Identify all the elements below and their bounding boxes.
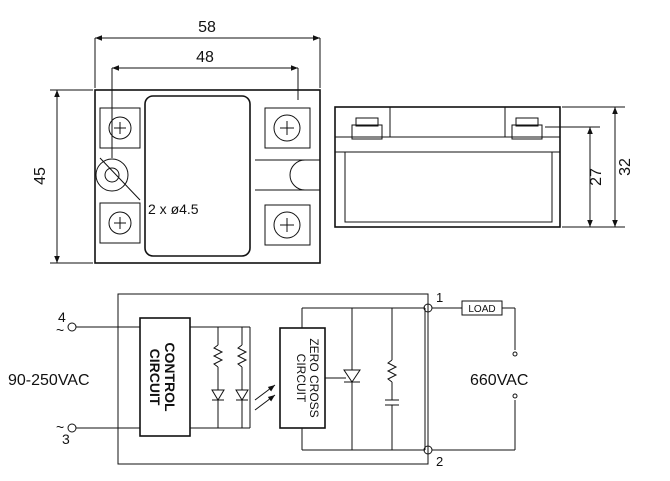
- relay-housing-outline: [117, 293, 429, 465]
- terminal-block-top-right: [264, 107, 311, 149]
- zero-cross-label-1: ZERO CROSS: [307, 338, 321, 417]
- front-view: [94, 89, 321, 264]
- dim-side-inner: 27: [588, 168, 605, 186]
- control-circuit-block: [139, 317, 191, 437]
- ac-source-terminal-icon: [512, 393, 518, 399]
- front-view-label-area: [144, 95, 251, 257]
- mounting-hole-inner: [104, 167, 120, 183]
- resistor-icon: [212, 344, 224, 368]
- screw-icon: [108, 211, 132, 235]
- dimension-lines-side: [545, 106, 625, 228]
- front-view-body: [94, 89, 321, 264]
- diode-icon: [211, 389, 225, 401]
- dimension-lines-front: [50, 35, 321, 264]
- screw-icon: [108, 116, 132, 140]
- mounting-hole-outer: [95, 158, 129, 192]
- hole-leader-line: [99, 157, 141, 201]
- snubber-resistor-icon: [386, 359, 398, 383]
- dim-height-left: 45: [32, 167, 49, 185]
- input-voltage-label: 90-250VAC: [8, 372, 90, 389]
- output-voltage-label: 660VAC: [470, 372, 528, 389]
- terminal-3-label: 3: [62, 431, 70, 447]
- hole-note: 2 x ø4.5: [148, 201, 199, 217]
- mounting-slot: [289, 159, 320, 191]
- screw-icon: [273, 211, 301, 239]
- resistor-icon: [236, 344, 248, 368]
- dim-side-outer: 32: [617, 158, 634, 176]
- terminal-4-label: 4: [58, 309, 66, 325]
- zero-cross-label-2: CIRCUIT: [294, 354, 308, 403]
- control-circuit-label-2: CIRCUIT: [147, 349, 163, 406]
- opto-light-arrow: [254, 384, 276, 401]
- led-icon: [235, 389, 249, 401]
- terminal-3-tilde: ~: [56, 419, 64, 435]
- screw-icon: [273, 114, 301, 142]
- dim-width-inner: 48: [196, 49, 214, 66]
- triac-icon: [343, 369, 361, 383]
- load-label: LOAD: [468, 304, 495, 315]
- side-view-base: [344, 151, 553, 223]
- terminal-block-top-left: [99, 107, 141, 149]
- terminal-2-label: 2: [436, 454, 443, 469]
- terminal-4-icon: [67, 322, 77, 332]
- side-terminal-right: [511, 124, 543, 140]
- terminal-4-tilde: ~: [56, 322, 64, 338]
- side-terminal-left: [351, 124, 383, 140]
- ac-source-terminal-icon: [512, 351, 518, 357]
- circuit-schematic: [67, 293, 518, 465]
- side-view: [334, 106, 561, 228]
- dim-width-outer: 58: [198, 19, 216, 36]
- terminal-block-bottom-right: [264, 204, 311, 246]
- terminal-1-label: 1: [436, 290, 443, 305]
- side-view-body: [334, 106, 561, 228]
- terminal-block-bottom-left: [99, 202, 141, 244]
- control-circuit-label-1: CONTROL: [162, 342, 178, 412]
